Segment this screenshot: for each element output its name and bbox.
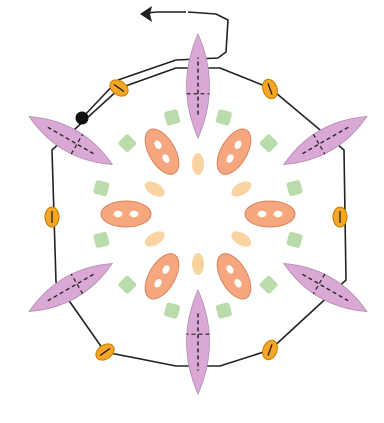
square-bead: [215, 109, 232, 126]
square-bead: [164, 302, 181, 319]
square-bead: [164, 109, 181, 126]
leaf-petal-bead: [278, 107, 373, 175]
rice-bead: [229, 228, 254, 249]
oval-bead-body: [245, 201, 295, 227]
bicone-bead: [45, 207, 59, 227]
square-bead: [93, 180, 110, 197]
bead-layer: [23, 34, 372, 394]
square-bead: [259, 133, 279, 153]
leaf-petal-shape: [278, 107, 373, 175]
leaf-petal-bead: [23, 107, 118, 175]
oval-two-hole-bead: [138, 123, 186, 179]
square-bead: [93, 231, 110, 248]
leaf-petal-bead: [278, 254, 373, 322]
leaf-petal-bead: [187, 290, 210, 394]
oval-bead-hole: [114, 211, 123, 217]
oval-bead-hole: [258, 211, 267, 217]
oval-two-hole-bead: [210, 248, 258, 304]
oval-bead-hole: [274, 211, 283, 217]
oval-two-hole-bead: [245, 201, 295, 227]
oval-two-hole-bead: [138, 248, 186, 304]
oval-bead-body: [210, 123, 258, 179]
oval-bead-hole: [130, 211, 139, 217]
leaf-petal-shape: [23, 254, 118, 322]
oval-two-hole-bead: [101, 201, 151, 227]
leaf-petal-bead: [23, 254, 118, 322]
rice-bead: [142, 178, 167, 199]
bicone-bead: [260, 338, 280, 362]
oval-two-hole-bead: [210, 123, 258, 179]
square-bead: [117, 133, 137, 153]
square-bead: [286, 231, 303, 248]
thread-direction-arrow-icon: [140, 6, 152, 22]
square-bead: [286, 180, 303, 197]
oval-bead-body: [101, 201, 151, 227]
leaf-petal-bead: [187, 34, 210, 138]
oval-bead-body: [138, 248, 186, 304]
rice-bead: [229, 178, 254, 199]
oval-bead-body: [138, 123, 186, 179]
rice-bead: [192, 253, 204, 275]
square-bead: [259, 275, 279, 295]
bicone-bead: [333, 207, 347, 227]
thread-start-knot-icon: [76, 112, 89, 125]
bicone-bead: [93, 341, 117, 364]
oval-bead-body: [210, 248, 258, 304]
rice-bead: [192, 153, 204, 175]
square-bead: [117, 275, 137, 295]
bicone-bead: [260, 77, 280, 101]
thread-end-segment: [146, 12, 186, 14]
leaf-petal-shape: [278, 254, 373, 322]
square-bead: [215, 302, 232, 319]
rice-bead: [142, 228, 167, 249]
leaf-petal-shape: [23, 107, 118, 175]
